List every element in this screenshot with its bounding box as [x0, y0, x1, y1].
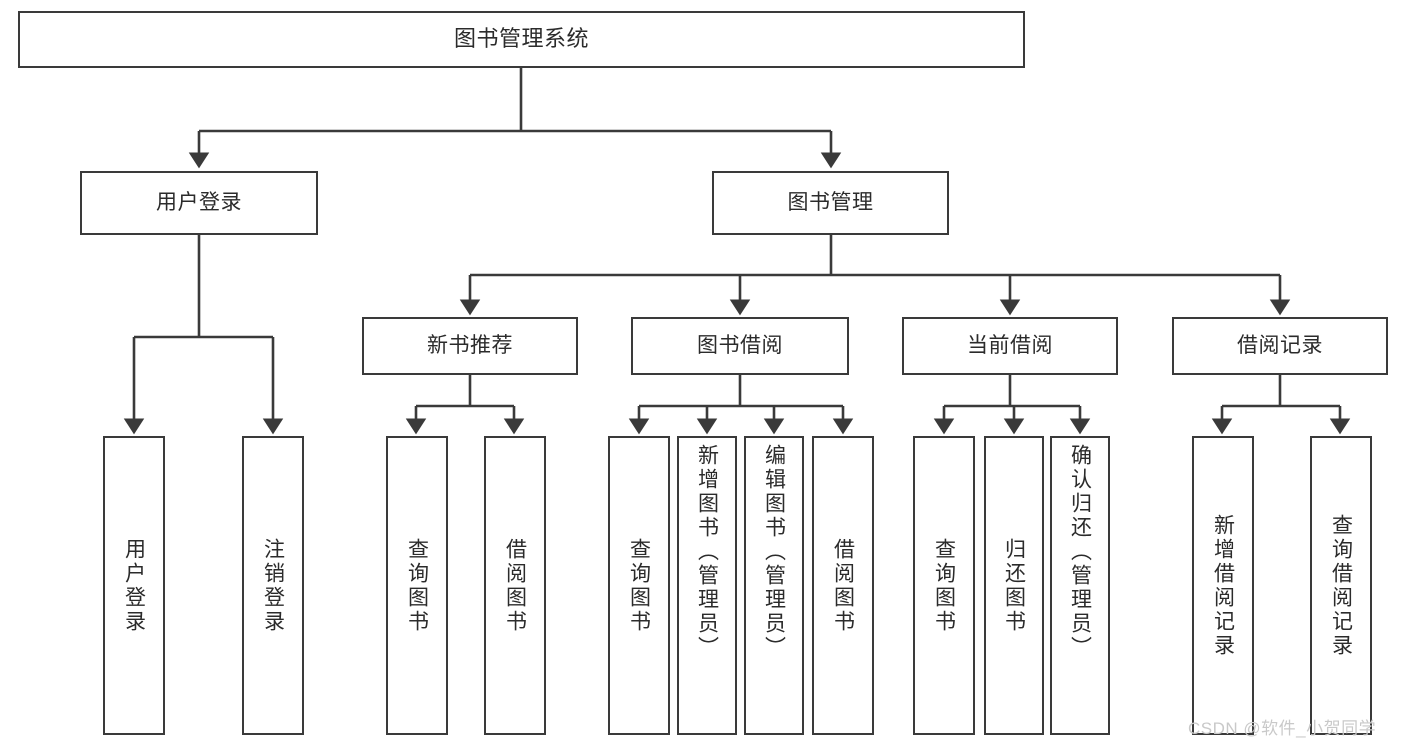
leaf-user-login-logout[interactable]: 注销登录	[242, 436, 304, 735]
node-label: 借阅记录	[1237, 334, 1323, 358]
node-label: 用户登录	[122, 537, 146, 634]
node-label: 图书管理系统	[453, 26, 589, 52]
leaf-borrow-edit-book-admin[interactable]: 编辑图书（管理员）	[744, 436, 804, 735]
node-label: 编辑图书（管理员）	[762, 444, 786, 660]
node-label: 新增图书（管理员）	[695, 444, 719, 660]
leaf-user-login-login[interactable]: 用户登录	[103, 436, 165, 735]
node-book-management[interactable]: 图书管理	[712, 171, 949, 235]
csdn-watermark: CSDN @软件_小贺同学	[1188, 719, 1377, 738]
leaf-borrow-borrow-book[interactable]: 借阅图书	[812, 436, 874, 735]
leaf-borrow-add-book-admin[interactable]: 新增图书（管理员）	[677, 436, 737, 735]
node-label: 确认归还（管理员）	[1068, 444, 1092, 660]
node-new-book-recommend[interactable]: 新书推荐	[362, 317, 578, 375]
leaf-recommend-query-book[interactable]: 查询图书	[386, 436, 448, 735]
node-current-borrow[interactable]: 当前借阅	[902, 317, 1118, 375]
leaf-borrow-query-book[interactable]: 查询图书	[608, 436, 670, 735]
node-label: 图书管理	[787, 191, 874, 215]
node-label: 归还图书	[1002, 537, 1026, 634]
leaf-current-confirm-return-admin[interactable]: 确认归还（管理员）	[1050, 436, 1110, 735]
node-book-borrow[interactable]: 图书借阅	[631, 317, 849, 375]
node-label: 新书推荐	[427, 334, 513, 358]
node-user-login[interactable]: 用户登录	[80, 171, 318, 235]
node-borrow-record[interactable]: 借阅记录	[1172, 317, 1388, 375]
leaf-recommend-borrow-book[interactable]: 借阅图书	[484, 436, 546, 735]
node-label: 查询图书	[405, 537, 429, 634]
node-label: 用户登录	[156, 191, 242, 215]
node-label: 图书借阅	[697, 334, 783, 358]
node-root-system[interactable]: 图书管理系统	[18, 11, 1025, 68]
node-label: 查询图书	[932, 537, 956, 634]
leaf-current-return-book[interactable]: 归还图书	[984, 436, 1044, 735]
node-label: 注销登录	[261, 537, 285, 634]
node-label: 查询借阅记录	[1329, 513, 1353, 658]
node-label: 借阅图书	[831, 537, 855, 634]
leaf-record-add-record[interactable]: 新增借阅记录	[1192, 436, 1254, 735]
leaf-record-query-record[interactable]: 查询借阅记录	[1310, 436, 1372, 735]
node-label: 新增借阅记录	[1211, 513, 1235, 658]
node-label: 当前借阅	[967, 334, 1053, 358]
leaf-current-query-book[interactable]: 查询图书	[913, 436, 975, 735]
node-label: 借阅图书	[503, 537, 527, 634]
node-label: 查询图书	[627, 537, 651, 634]
